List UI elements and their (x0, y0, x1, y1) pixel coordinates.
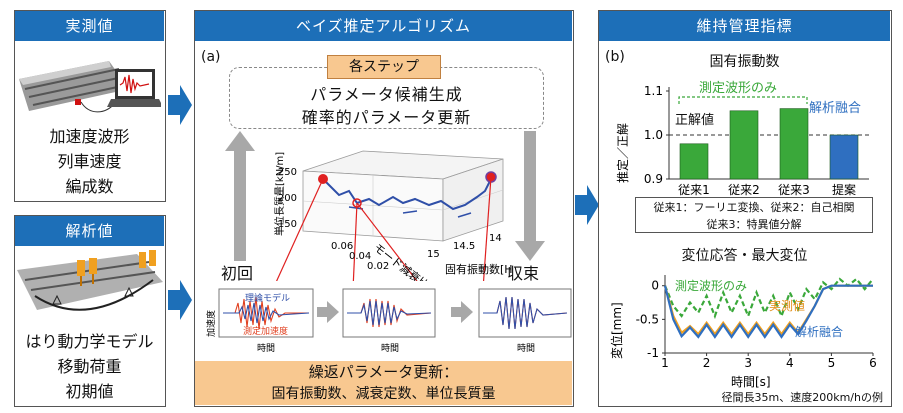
measured-item-2: 編成数 (65, 177, 114, 196)
line-label-fusion: 解析融合 (795, 325, 844, 339)
bar-category-label: 従来1 (678, 183, 710, 197)
line-ytick-label: -0.5 (636, 312, 659, 326)
method-note-1: 従来3：特異値分解 (706, 218, 802, 231)
method-notes-box (635, 197, 873, 233)
bar-label-fusion: 解析融合 (809, 101, 862, 116)
line-xtick-label: 1 (661, 356, 669, 370)
sensor-icon (75, 99, 81, 105)
railway-sensor-illustration (19, 61, 161, 113)
bar-ytick-label: 1.1 (644, 84, 663, 98)
measured-item-0: 加速度波形 (49, 127, 130, 146)
bar-4 (829, 134, 859, 180)
line-xtick-label: 2 (703, 356, 711, 370)
line-xtick-label: 5 (828, 356, 836, 370)
waveform-converged: 時間 (478, 288, 572, 354)
initial-label: 初回 (221, 264, 254, 283)
line-ytick-label: -1 (647, 346, 659, 360)
line-xtick-label: 6 (869, 356, 877, 370)
y-tick-2: 0.02 (367, 261, 389, 272)
line-series-1 (663, 277, 874, 320)
waveform-initial: 加速度 理論モデル 測定加速度 時間 (205, 288, 314, 354)
displacement-line-chart: 変位[mm] 時間[s] 0 -0.5 -11 2 3 4 5 6 (609, 275, 877, 389)
analysis-item-1: 移動荷重 (57, 357, 122, 376)
x-tick-1: 14.5 (453, 241, 475, 252)
y-tick-1: 0.04 (349, 251, 371, 262)
bar-label-correct: 正解値 (675, 113, 715, 128)
algorithm-panel: ベイズ推定アルゴリズム (a) 各ステップ パラメータ候補生成 確率的パラメータ… (194, 10, 574, 407)
frequency-bar-chart: 推定／正解 1.1 1.0 0.9 従来1 従来2 従来3 提案 (615, 84, 869, 197)
x-axis-label: 固有振動数[Hz] (445, 262, 513, 276)
z-tick-0: 250 (278, 167, 297, 178)
step-line-1: 確率的パラメータ更新 (301, 108, 472, 127)
legend-model: 理論モデル (245, 292, 290, 304)
line-label-only-measured: 測定波形のみ (675, 279, 748, 293)
measured-item-1: 列車速度 (57, 152, 122, 171)
arrow-analysis-to-algorithm-icon (168, 280, 192, 320)
z-tick-1: 200 (278, 193, 297, 204)
y-tick-0: 0.06 (331, 241, 353, 252)
parameter-3d-plot: 250 200 150 0.06 0.04 0.02 15 14.5 14 単位… (273, 150, 513, 281)
panel-label-b: (b) (605, 49, 625, 65)
measured-header: 実測値 (15, 11, 164, 41)
line-ytick-label: 0 (651, 279, 659, 293)
line-xtick-label: 3 (744, 356, 752, 370)
panel-label-a: (a) (201, 49, 221, 65)
arrow-algorithm-to-indicators-icon (575, 185, 599, 225)
waveform-intermediate: 時間 (342, 288, 436, 354)
indicators-panel: 維持管理指標 (b) 固有振動数 推定／正解 1.1 1.0 0.9 従来1 従来2 従… (598, 10, 892, 407)
indicators-header: 維持管理指標 (599, 11, 890, 41)
bar-3 (779, 108, 809, 180)
z-axis-label: 単位長質量[kN/m] (273, 152, 286, 236)
beam-model-illustration (17, 250, 163, 311)
bar-ytick-label: 1.0 (644, 128, 663, 142)
bar-label-only-measured: 測定波形のみ (699, 81, 778, 96)
legend-measured: 測定加速度 (243, 325, 288, 337)
x-tick-2: 14 (489, 233, 502, 244)
iteration-down-arrow-icon (515, 131, 545, 261)
wave-xlabel-1: 時間 (381, 343, 399, 354)
wave-xlabel-2: 時間 (517, 343, 535, 354)
bar-2 (729, 110, 759, 180)
converge-label: 収束 (507, 264, 540, 283)
wave-ylabel: 加速度 (205, 310, 217, 337)
freq-title: 固有振動数 (709, 54, 780, 70)
line-xlabel: 時間[s] (731, 375, 771, 389)
x-tick-0: 15 (427, 249, 440, 260)
bar-1 (679, 143, 709, 180)
analysis-item-2: 初期値 (65, 382, 114, 401)
bar-category-label: 従来3 (778, 183, 810, 197)
only-measured-bracket (678, 96, 808, 104)
wave-xlabel-0: 時間 (257, 343, 275, 354)
bar-ytick-label: 0.9 (644, 172, 663, 186)
waveform-arrow-2-icon (451, 301, 473, 323)
algorithm-header: ベイズ推定アルゴリズム (195, 11, 572, 41)
waveform-arrow-1-icon (317, 301, 339, 323)
bar-category-label: 提案 (832, 182, 856, 197)
method-note-0: 従来1：フーリエ変換、従来2：自己相関 (653, 201, 855, 214)
footnote: 径間長35m、速度200km/hの例 (721, 391, 883, 404)
analysis-panel: 解析値 はり動力学モデル 移動荷重 初期値 (14, 215, 166, 407)
step-title: 各ステップ (327, 55, 441, 79)
disp-title: 変位応答・最大変位 (681, 248, 808, 264)
bar-ylabel: 推定／正解 (615, 123, 630, 183)
bar-category-label: 従来2 (728, 183, 760, 197)
measured-panel: 実測値 加速度波形 列車速度 編成数 (14, 10, 166, 202)
line-series-3 (663, 284, 873, 339)
line-label-measured: 実測値 (769, 299, 806, 313)
iteration-update-box (195, 361, 572, 405)
analysis-header: 解析値 (15, 216, 164, 246)
step-line-0: パラメータ候補生成 (310, 85, 463, 104)
iteration-update-title: 繰返パラメータ更新： (308, 363, 459, 381)
analysis-item-0: はり動力学モデル (25, 332, 154, 351)
iteration-update-params: 固有振動数、減衰定数、単位長質量 (271, 386, 496, 402)
line-ylabel: 変位[mm] (609, 302, 624, 359)
arrow-measured-to-algorithm-icon (168, 85, 192, 125)
line-xtick-label: 4 (786, 356, 794, 370)
z-tick-2: 150 (278, 219, 297, 230)
load-icon (77, 260, 85, 276)
iteration-up-arrow-icon (225, 131, 255, 261)
